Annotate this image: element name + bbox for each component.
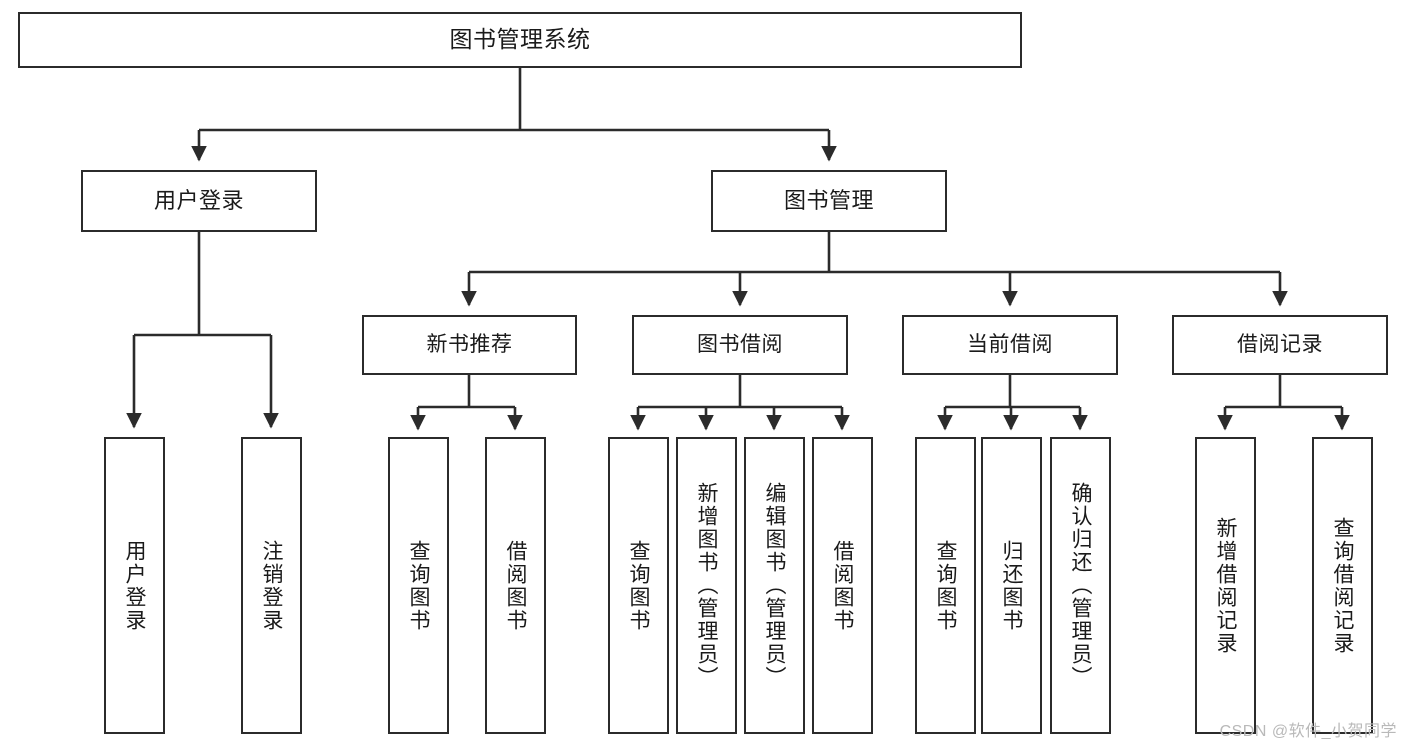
node-leaf-logout-label: 注销登录 [260, 539, 283, 632]
node-book-manage-label: 图书管理 [783, 187, 874, 213]
node-current-borrow-label: 当前借阅 [967, 333, 1053, 357]
node-leaf-user-login[interactable]: 用户登录 [104, 437, 165, 734]
node-leaf-add-borrow-record-label: 新增借阅记录 [1214, 516, 1237, 655]
node-leaf-add-book-label: 新增图书（管理员） [695, 482, 718, 689]
node-new-book-recommend[interactable]: 新书推荐 [362, 315, 577, 375]
node-leaf-confirm-return-label: 确认归还（管理员） [1069, 482, 1092, 689]
node-new-book-recommend-label: 新书推荐 [426, 333, 513, 357]
node-leaf-user-login-label: 用户登录 [123, 539, 146, 632]
node-leaf-borrow-book-recommend-label: 借阅图书 [504, 539, 527, 632]
node-leaf-confirm-return[interactable]: 确认归还（管理员） [1050, 437, 1111, 734]
node-leaf-query-borrow-record-label: 查询借阅记录 [1331, 516, 1354, 655]
node-leaf-query-book-borrow[interactable]: 查询图书 [608, 437, 669, 734]
node-leaf-query-book-recommend-label: 查询图书 [407, 539, 430, 632]
node-leaf-query-book-borrow-label: 查询图书 [627, 539, 650, 632]
node-leaf-query-borrow-record[interactable]: 查询借阅记录 [1312, 437, 1373, 734]
node-book-borrow[interactable]: 图书借阅 [632, 315, 848, 375]
node-leaf-borrow-book-label: 借阅图书 [831, 539, 854, 632]
node-leaf-return-book-label: 归还图书 [1000, 539, 1023, 632]
node-leaf-return-book[interactable]: 归还图书 [981, 437, 1042, 734]
node-leaf-query-book-current-label: 查询图书 [934, 539, 957, 632]
node-root-book-management-system[interactable]: 图书管理系统 [18, 12, 1022, 68]
node-leaf-borrow-book-recommend[interactable]: 借阅图书 [485, 437, 546, 734]
node-borrow-record[interactable]: 借阅记录 [1172, 315, 1388, 375]
node-leaf-edit-book[interactable]: 编辑图书（管理员） [744, 437, 805, 734]
node-current-borrow[interactable]: 当前借阅 [902, 315, 1118, 375]
node-book-manage[interactable]: 图书管理 [711, 170, 947, 232]
node-leaf-borrow-book[interactable]: 借阅图书 [812, 437, 873, 734]
node-root-label: 图书管理系统 [449, 26, 591, 53]
node-borrow-record-label: 借阅记录 [1237, 333, 1323, 357]
node-leaf-add-borrow-record[interactable]: 新增借阅记录 [1195, 437, 1256, 734]
node-leaf-logout[interactable]: 注销登录 [241, 437, 302, 734]
node-leaf-edit-book-label: 编辑图书（管理员） [763, 482, 786, 689]
node-user-login-label: 用户登录 [153, 187, 244, 213]
node-leaf-query-book-current[interactable]: 查询图书 [915, 437, 976, 734]
node-leaf-query-book-recommend[interactable]: 查询图书 [388, 437, 449, 734]
node-user-login[interactable]: 用户登录 [81, 170, 317, 232]
node-book-borrow-label: 图书借阅 [697, 333, 783, 357]
node-leaf-add-book[interactable]: 新增图书（管理员） [676, 437, 737, 734]
